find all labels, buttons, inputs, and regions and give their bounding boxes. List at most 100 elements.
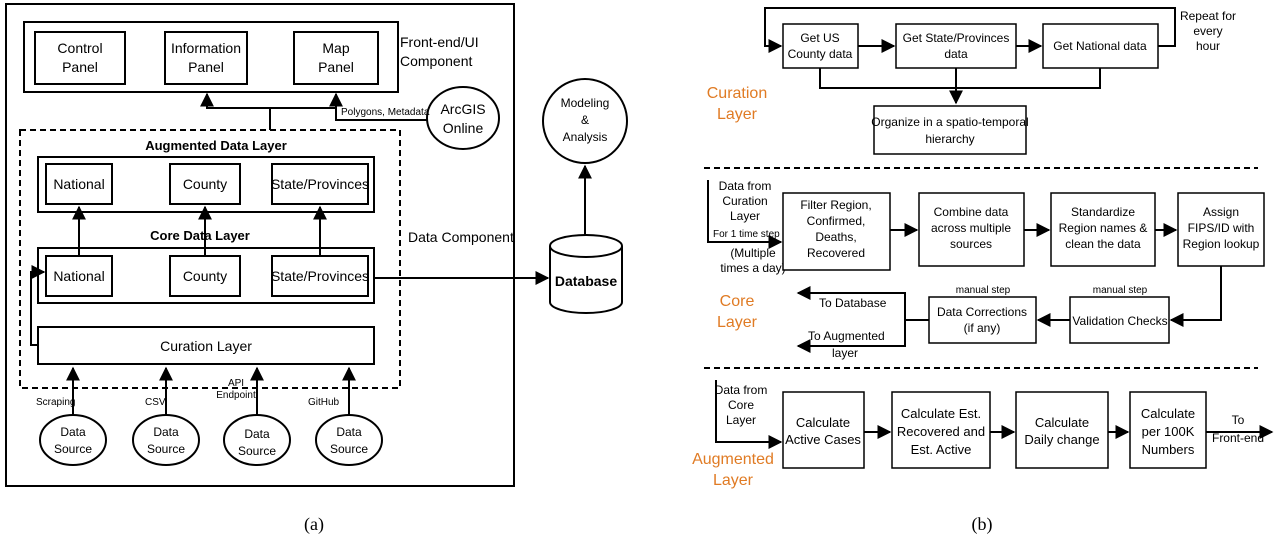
repeat-label-3: hour	[1196, 39, 1220, 53]
augmented-state-box	[271, 163, 369, 205]
county-to-organize-line	[819, 68, 950, 89]
panel-b-caption: (b)	[972, 514, 993, 535]
data-source-api: Data Source API Endpoint	[216, 366, 291, 466]
information-panel-label-2: Panel	[188, 59, 224, 75]
combine-box	[918, 192, 1025, 267]
curation-layer-title-2: Layer	[717, 106, 758, 123]
filter-label-3: Deaths,	[815, 230, 856, 244]
curation-layer-box	[37, 326, 375, 365]
standardize-label-3: clean the data	[1065, 237, 1141, 251]
source-2-method: CSV	[145, 397, 166, 408]
database-cylinder	[549, 234, 623, 314]
modeling-label-3: Analysis	[563, 130, 608, 144]
panel-a-caption: (a)	[304, 514, 324, 535]
filter-label-4: Recovered	[807, 246, 865, 260]
calc-daily-label-1: Calculate	[1035, 415, 1089, 430]
control-panel-label-2: Panel	[62, 59, 98, 75]
calc-per100k-label-2: per 100K	[1142, 424, 1195, 439]
core-input-label-2: Curation	[722, 194, 767, 208]
corrections-label-1: Data Corrections	[937, 305, 1027, 319]
database-label: Database	[555, 273, 617, 289]
standardize-label-2: Region names &	[1059, 221, 1148, 235]
arcgis-online-node	[426, 86, 500, 150]
core-county-label: County	[183, 268, 227, 284]
organize-label-2: hierarchy	[925, 132, 974, 146]
to-frontend-label-2: Front-end	[1212, 431, 1264, 445]
control-panel-box	[34, 31, 126, 85]
filter-box	[782, 192, 891, 271]
source-2-label-2: Source	[147, 442, 185, 456]
get-us-county-label-2: County data	[788, 47, 853, 61]
source-3-method-1: API	[228, 378, 244, 389]
calc-est-label-3: Est. Active	[911, 442, 972, 457]
time-step-label: For 1 time step	[713, 229, 780, 240]
control-panel-label-1: Control	[57, 40, 102, 56]
calc-per100k-label-1: Calculate	[1141, 406, 1195, 421]
data-source-scraping: Data Source Scraping	[36, 366, 107, 466]
organize-label-1: Organize in a spatio-temporal	[871, 115, 1028, 129]
get-national-box	[1042, 23, 1159, 69]
curation-to-core-arrow	[30, 265, 46, 346]
augmented-data-layer-title: Augmented Data Layer	[145, 138, 287, 153]
core-state-box	[271, 255, 369, 297]
assign-label-2: FIPS/ID with	[1188, 221, 1255, 235]
validation-label: Validation Checks	[1072, 314, 1167, 328]
core-national-label: National	[53, 268, 104, 284]
source-4-label-2: Source	[330, 442, 368, 456]
core-input-arrow	[707, 180, 783, 249]
augmented-county-label: County	[183, 176, 227, 192]
frontend-label-2: Component	[400, 53, 472, 69]
panel-a: Control Panel Information Panel Map Pane…	[5, 3, 628, 535]
modeling-label-2: &	[581, 113, 589, 127]
augmented-input-arrow	[715, 380, 783, 449]
calc-est-label-2: Recovered and	[897, 424, 985, 439]
arcgis-to-map-arrow	[329, 92, 427, 121]
source-4-method: GitHub	[308, 397, 340, 408]
source-4-label-1: Data	[336, 425, 362, 439]
map-panel-box	[293, 31, 379, 85]
core-input-label-1: Data from	[719, 179, 772, 193]
corrections-to-augmented-arrow	[796, 320, 906, 353]
standardize-box	[1050, 192, 1156, 267]
polygons-metadata-label: Polygons, Metadata	[341, 107, 430, 118]
augmented-input-label-2: Core	[728, 398, 754, 412]
calc-per100k-box	[1129, 391, 1207, 469]
arcgis-label-2: Online	[443, 120, 484, 136]
data-source-csv: Data Source CSV	[132, 366, 200, 466]
corrections-label-2: (if any)	[964, 321, 1001, 335]
get-us-county-label-1: Get US	[800, 31, 839, 45]
calc-est-box	[891, 391, 991, 469]
augmented-input-label-1: Data from	[715, 383, 768, 397]
map-panel-label-1: Map	[322, 40, 349, 56]
validation-box	[1069, 296, 1170, 344]
corrections-box	[928, 296, 1037, 344]
organize-box	[873, 105, 1027, 155]
source-1-label-2: Source	[54, 442, 92, 456]
core-input-label-3: Layer	[730, 209, 760, 223]
to-database-label: To Database	[819, 296, 887, 310]
core-data-layer-title: Core Data Layer	[150, 228, 250, 243]
source-1-method: Scraping	[36, 397, 75, 408]
curation-layer-title-1: Curation	[707, 85, 767, 102]
modeling-label-1: Modeling	[561, 96, 610, 110]
source-1-label-1: Data	[60, 425, 86, 439]
assign-label-3: Region lookup	[1183, 237, 1260, 251]
augmented-layer-title-1: Augmented	[692, 451, 774, 468]
corrections-out-line	[796, 286, 929, 321]
modeling-analysis-node	[542, 78, 628, 164]
repeat-label-1: Repeat for	[1180, 9, 1236, 23]
assign-label-1: Assign	[1203, 205, 1239, 219]
augmented-state-label: State/Provinces	[271, 176, 369, 192]
source-2-label-1: Data	[153, 425, 179, 439]
get-national-label: Get National data	[1053, 39, 1147, 53]
manual-step-label-2: manual step	[956, 285, 1011, 296]
to-frontend-label-1: To	[1232, 413, 1245, 427]
to-augmented-label-2: layer	[832, 346, 858, 360]
filter-label-2: Confirmed,	[807, 214, 866, 228]
augmented-national-box	[45, 163, 113, 205]
get-state-label-2: data	[944, 47, 968, 61]
source-3-label-2: Source	[238, 444, 276, 458]
source-3-method-2: Endpoint	[216, 390, 256, 401]
augmented-layer-title-2: Layer	[713, 472, 754, 489]
